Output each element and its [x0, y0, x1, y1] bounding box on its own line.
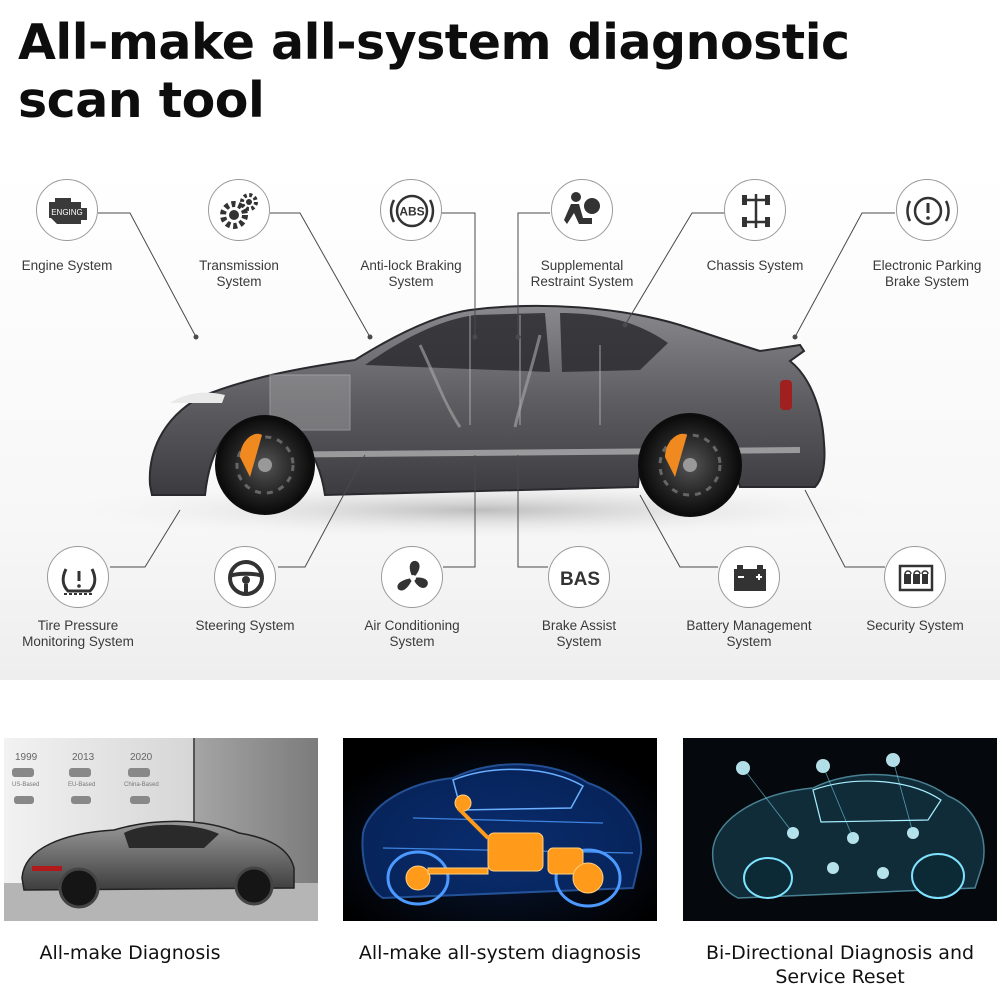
caption-bidirectional-diagnosis: Bi-Directional Diagnosis and Service Res… [705, 942, 975, 988]
chassis-icon [724, 179, 786, 241]
showroom-car-image [4, 738, 318, 921]
title-line-1: All-make all-system diagnostic [18, 14, 850, 71]
car-illustration [60, 212, 900, 568]
label-tpms-system: Tire Pressure Monitoring System [22, 618, 134, 649]
year-label-2: 2013 [72, 752, 95, 763]
bas-icon: BAS [548, 546, 610, 608]
panel-all-system-diagnosis [343, 738, 657, 921]
battery-icon [718, 546, 780, 608]
svg-text:BAS: BAS [560, 569, 600, 590]
car-windows [365, 313, 550, 372]
xray-car-image [343, 738, 657, 921]
label-engine-system: Engine System [21, 258, 113, 273]
caption-all-system-diagnosis: All-make all-system diagnosis [358, 942, 642, 964]
page-title: All-make all-system diagnostic scan tool [18, 14, 918, 130]
gears-icon [208, 179, 270, 241]
connector-lines [98, 212, 895, 568]
label-chassis-system: Chassis System [706, 258, 804, 273]
label-steering-system: Steering System [195, 618, 295, 633]
title-line-2: scan tool [18, 72, 265, 129]
label-abs-system: Anti-lock Braking System [360, 258, 462, 289]
label-parking-brake-system: Electronic Parking Brake System [872, 258, 982, 289]
label-security-system: Security System [866, 618, 964, 633]
engine-icon: ENGING [36, 179, 98, 241]
label-srs-system: Supplemental Restraint System [530, 258, 634, 289]
label-transmission-system: Transmission System [199, 258, 279, 289]
year-label-1: 1999 [15, 752, 38, 763]
abs-icon: ABS [380, 179, 442, 241]
region-label-3: China-Based [124, 782, 159, 788]
label-bas-system: Brake Assist System [541, 618, 617, 649]
fan-icon [381, 546, 443, 608]
label-ac-system: Air Conditioning System [364, 618, 460, 649]
year-label-3: 2020 [130, 752, 153, 763]
region-label-1: US-Based [12, 782, 40, 788]
tire-pressure-icon [47, 546, 109, 608]
caption-all-make-diagnosis: All-make Diagnosis [39, 942, 221, 964]
region-label-2: EU-Based [68, 782, 96, 788]
security-icon [884, 546, 946, 608]
panel-bidirectional-diagnosis [683, 738, 997, 921]
parking-brake-icon [896, 179, 958, 241]
panel-all-make-diagnosis: 1999 2013 2020 US-Based EU-Based China-B… [4, 738, 318, 921]
hologram-car-image [683, 738, 997, 921]
system-diagram: ENGING Engine System Transmission System… [0, 165, 1000, 680]
svg-text:ABS: ABS [399, 205, 424, 219]
steering-wheel-icon [214, 546, 276, 608]
svg-text:ENGING: ENGING [51, 208, 83, 217]
airbag-icon [551, 179, 613, 241]
label-battery-system: Battery Management System [686, 618, 812, 649]
